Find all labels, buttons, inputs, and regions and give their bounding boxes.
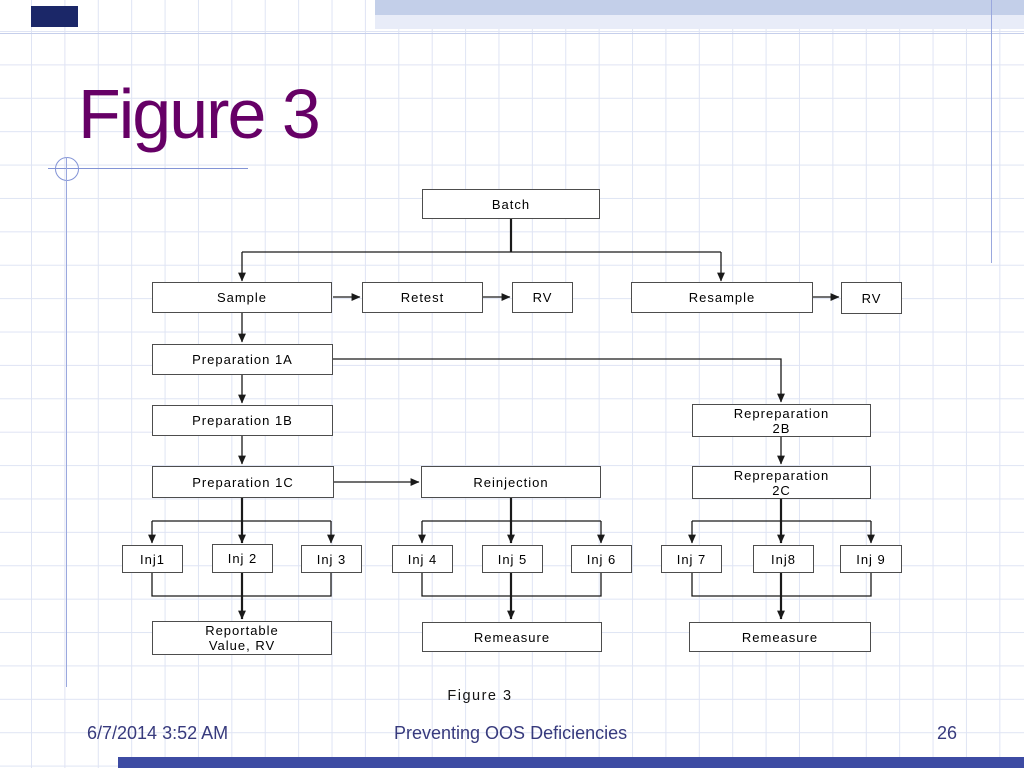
flow-node-label: RV	[861, 290, 882, 306]
flow-node-label: Inj 5	[497, 551, 528, 567]
top-left-navy-bar	[31, 6, 78, 27]
flow-node-label: Reinjection	[473, 474, 549, 490]
bottom-blue-strip	[118, 757, 1024, 768]
top-rule-line	[0, 33, 1024, 34]
flow-node-label: Inj 7	[676, 551, 707, 567]
flow-node-label: Inj 9	[856, 551, 886, 567]
flow-node-label: Sample	[216, 290, 268, 305]
flow-node-sample: Sample	[152, 282, 332, 313]
flow-node-label: Preparation 1C	[192, 474, 294, 490]
flow-node-rv-1: RV	[512, 282, 573, 313]
flow-node-inj-2: Inj 2	[212, 544, 273, 573]
flow-node-inj-3: Inj 3	[301, 545, 362, 573]
flow-node-resample: Resample	[631, 282, 813, 313]
flow-node-batch: Batch	[422, 189, 600, 219]
flow-node-prep-1c: Preparation 1C	[152, 466, 334, 498]
flow-node-label: RV	[532, 290, 553, 305]
flow-node-prep-1a: Preparation 1A	[152, 344, 333, 375]
flow-node-label: 2C	[772, 482, 791, 498]
title-underline	[48, 168, 248, 169]
flow-node-rv-2: RV	[841, 282, 902, 314]
flow-node-label: Inj8	[771, 551, 796, 567]
footer-date: 6/7/2014 3:52 AM	[87, 723, 229, 743]
flow-node-inj-8: Inj8	[753, 545, 814, 573]
flow-node-label: Resample	[688, 290, 756, 305]
flow-node-inj-4: Inj 4	[392, 545, 453, 573]
flow-node-prep-1b: Preparation 1B	[152, 405, 333, 436]
flow-node-label: Inj 6	[586, 551, 617, 567]
flow-node-label: Reportable	[205, 623, 279, 638]
flow-node-label: Remeasure	[741, 629, 819, 645]
flow-node-retest: Retest	[362, 282, 483, 313]
flow-node-label: Inj1	[140, 551, 165, 567]
flow-node-label: Retest	[400, 290, 445, 305]
flow-node-label: Inj 3	[316, 551, 347, 567]
flow-node-label: Inj 4	[407, 551, 438, 567]
flow-node-label: Preparation 1A	[192, 352, 293, 367]
flow-node-remeasure-1: Remeasure	[422, 622, 602, 652]
slide-title: Figure 3	[78, 75, 321, 153]
flow-node-label: 2B	[772, 420, 791, 436]
footer-title: Preventing OOS Deficiencies	[394, 723, 628, 743]
figure-caption: Figure 3	[447, 688, 513, 704]
flow-node-inj-5: Inj 5	[482, 545, 543, 573]
right-vertical-rule	[991, 0, 992, 263]
flow-node-reinjection: Reinjection	[421, 466, 601, 498]
flow-node-label: Batch	[491, 196, 531, 212]
left-vertical-rule	[66, 157, 67, 687]
flow-node-label: Repreparation	[733, 467, 830, 483]
top-right-band	[375, 0, 1024, 15]
compass-circle-icon	[55, 157, 79, 181]
top-right-band-light	[375, 15, 1024, 29]
flow-node-inj-6: Inj 6	[571, 545, 632, 573]
flow-node-label: Value, RV	[208, 638, 276, 653]
flow-node-inj-9: Inj 9	[840, 545, 902, 573]
flow-node-label: Preparation 1B	[192, 413, 293, 428]
flow-node-label: Repreparation	[733, 405, 830, 421]
flow-node-label: Inj 2	[227, 551, 258, 566]
flow-node-inj-1: Inj1	[122, 545, 183, 573]
flow-node-remeasure-2: Remeasure	[689, 622, 871, 652]
flow-node-inj-7: Inj 7	[661, 545, 722, 573]
flow-node-label: Remeasure	[473, 629, 551, 645]
footer-page-number: 26	[937, 723, 958, 743]
